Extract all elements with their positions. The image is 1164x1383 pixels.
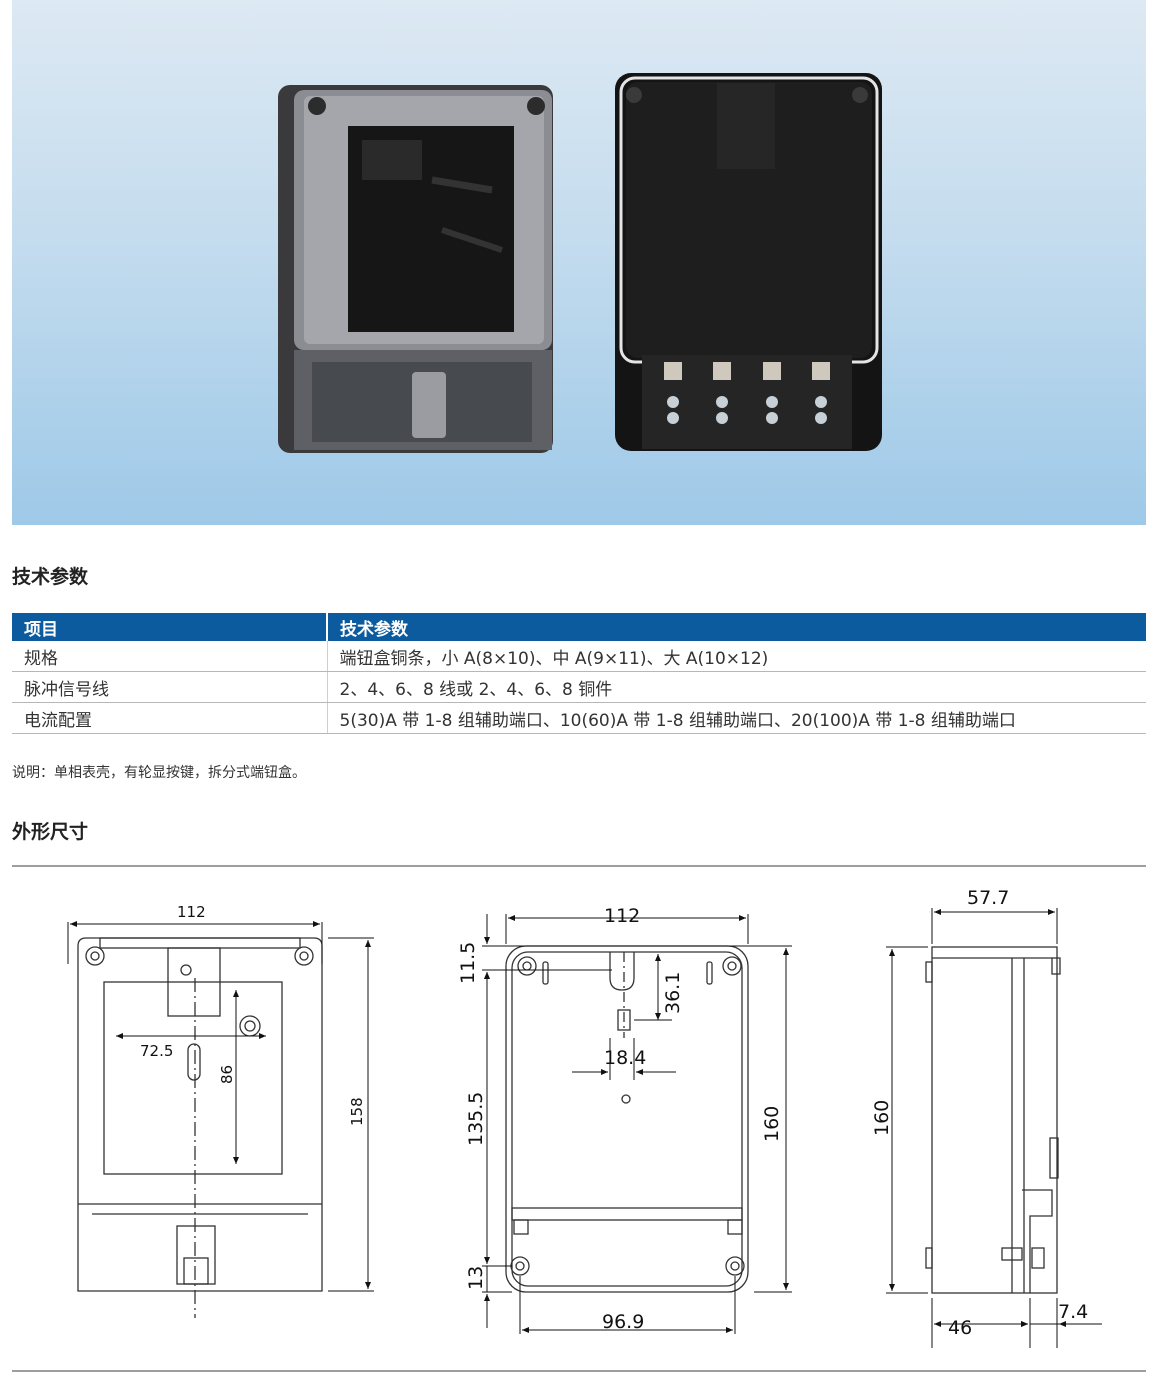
meter-case-front-image <box>278 85 553 453</box>
table-cell-item: 电流配置 <box>12 702 328 734</box>
table-cell-item: 规格 <box>12 641 328 672</box>
table-cell-item: 脉冲信号线 <box>12 671 328 703</box>
back-view-dimension-lines <box>482 914 792 1334</box>
table-row: 电流配置 5(30)A 带 1-8 组辅助端口、10(60)A 带 1-8 组辅… <box>12 702 1146 734</box>
slot-height-label: 36.1 <box>662 972 684 1014</box>
hole-span-label: 135.5 <box>465 1092 487 1146</box>
side-view-dimension-lines <box>886 908 1102 1348</box>
divider-bottom <box>12 1370 1146 1372</box>
side-view-drawing <box>925 946 1061 1294</box>
section-title-params: 技术参数 <box>12 566 89 588</box>
back-height-label: 160 <box>761 1106 783 1142</box>
back-width-label: 112 <box>604 905 640 927</box>
table-header-value: 技术参数 <box>327 613 1146 641</box>
side-lip-label: 7.4 <box>1058 1301 1088 1323</box>
section-title-dimensions: 外形尺寸 <box>12 821 89 843</box>
front-view-drawing <box>77 937 323 1318</box>
front-view-dimension-lines <box>67 921 374 1292</box>
divider-top <box>12 865 1146 867</box>
slot-width-label: 18.4 <box>604 1047 646 1069</box>
bottom-offset-label: 13 <box>465 1266 487 1290</box>
table-row: 脉冲信号线 2、4、6、8 线或 2、4、6、8 铜件 <box>12 671 1146 703</box>
dimension-drawings: 112 158 86 72.5 <box>67 887 1102 1348</box>
spec-table: 项目 技术参数 规格 端钮盒铜条，小 A(8×10)、中 A(9×11)、大 A… <box>12 613 1146 734</box>
table-header-row: 项目 技术参数 <box>12 613 1146 641</box>
product-photo-banner <box>12 0 1146 525</box>
front-height-label: 158 <box>348 1097 366 1126</box>
meter-base-back-image <box>615 73 882 451</box>
description-note: 说明：单相表壳，有轮显按键，拆分式端钮盒。 <box>12 765 306 781</box>
back-view-drawing <box>505 945 749 1293</box>
table-header-item: 项目 <box>12 613 328 641</box>
top-offset-label: 11.5 <box>457 942 479 984</box>
table-cell-value: 5(30)A 带 1-8 组辅助端口、10(60)A 带 1-8 组辅助端口、2… <box>327 702 1146 734</box>
table-cell-value: 2、4、6、8 线或 2、4、6、8 铜件 <box>327 671 1146 703</box>
front-width-label: 112 <box>177 903 206 921</box>
window-height-label: 86 <box>218 1065 236 1084</box>
table-cell-value: 端钮盒铜条，小 A(8×10)、中 A(9×11)、大 A(10×12) <box>327 641 1146 672</box>
side-height-label: 160 <box>871 1100 893 1136</box>
table-row: 规格 端钮盒铜条，小 A(8×10)、中 A(9×11)、大 A(10×12) <box>12 641 1146 672</box>
hole-distance-label: 96.9 <box>602 1311 644 1333</box>
side-base-label: 46 <box>948 1317 972 1339</box>
window-offset-label: 72.5 <box>140 1042 173 1060</box>
side-depth-label: 57.7 <box>967 887 1009 909</box>
